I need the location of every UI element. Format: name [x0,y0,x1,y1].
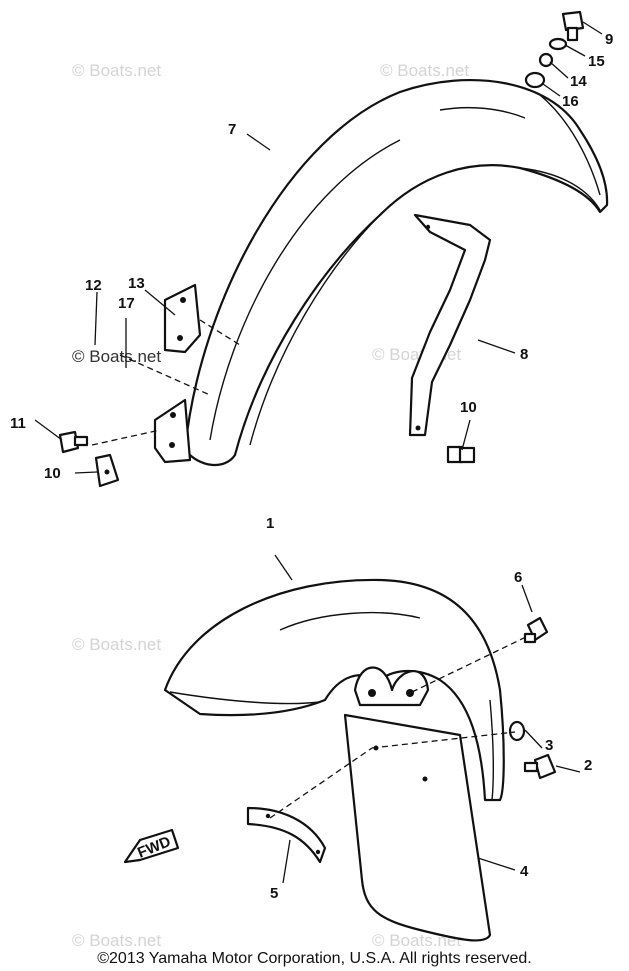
watermark: © Boats.net [72,635,161,654]
fwd-arrow: FWD [123,828,180,864]
callout-11: 11 [10,415,26,432]
callout-14: 14 [570,73,587,90]
fwd-label: FWD [135,833,173,862]
watermark: © Boats.net [380,61,469,80]
callout-1: 1 [266,515,274,532]
rear-fender [183,78,609,467]
callout-10-rear-bracket: 10 [44,465,61,482]
callout-3: 3 [545,737,553,754]
watermark: © Boats.net [72,347,161,366]
callout-10-rear-stay: 10 [460,399,477,416]
callout-13: 13 [128,275,145,292]
callout-15: 15 [588,53,605,70]
callout-17: 17 [118,295,135,312]
callout-8: 8 [520,346,528,363]
rear-stay [408,213,492,437]
callout-7: 7 [228,121,236,138]
rear-hardware [58,10,585,488]
callout-5: 5 [270,885,278,902]
callout-16: 16 [562,93,579,110]
callout-2: 2 [584,757,592,774]
watermark: © Boats.net [72,931,161,950]
callout-12: 12 [85,277,102,294]
watermark: © Boats.net [372,931,461,950]
callouts: 1 2 3 4 5 6 7 8 9 10 10 11 12 13 14 15 1… [10,21,613,902]
callout-9: 9 [605,31,613,48]
callout-4: 4 [520,863,529,880]
callout-6: 6 [514,569,522,586]
rear-fender-bracket [153,283,202,464]
mud-flap [343,713,492,942]
flap-brace [246,806,327,864]
front-hardware [508,616,557,780]
copyright-notice: ©2013 Yamaha Motor Corporation, U.S.A. A… [97,950,532,967]
front-fender [163,578,505,802]
watermark: © Boats.net [72,61,161,80]
